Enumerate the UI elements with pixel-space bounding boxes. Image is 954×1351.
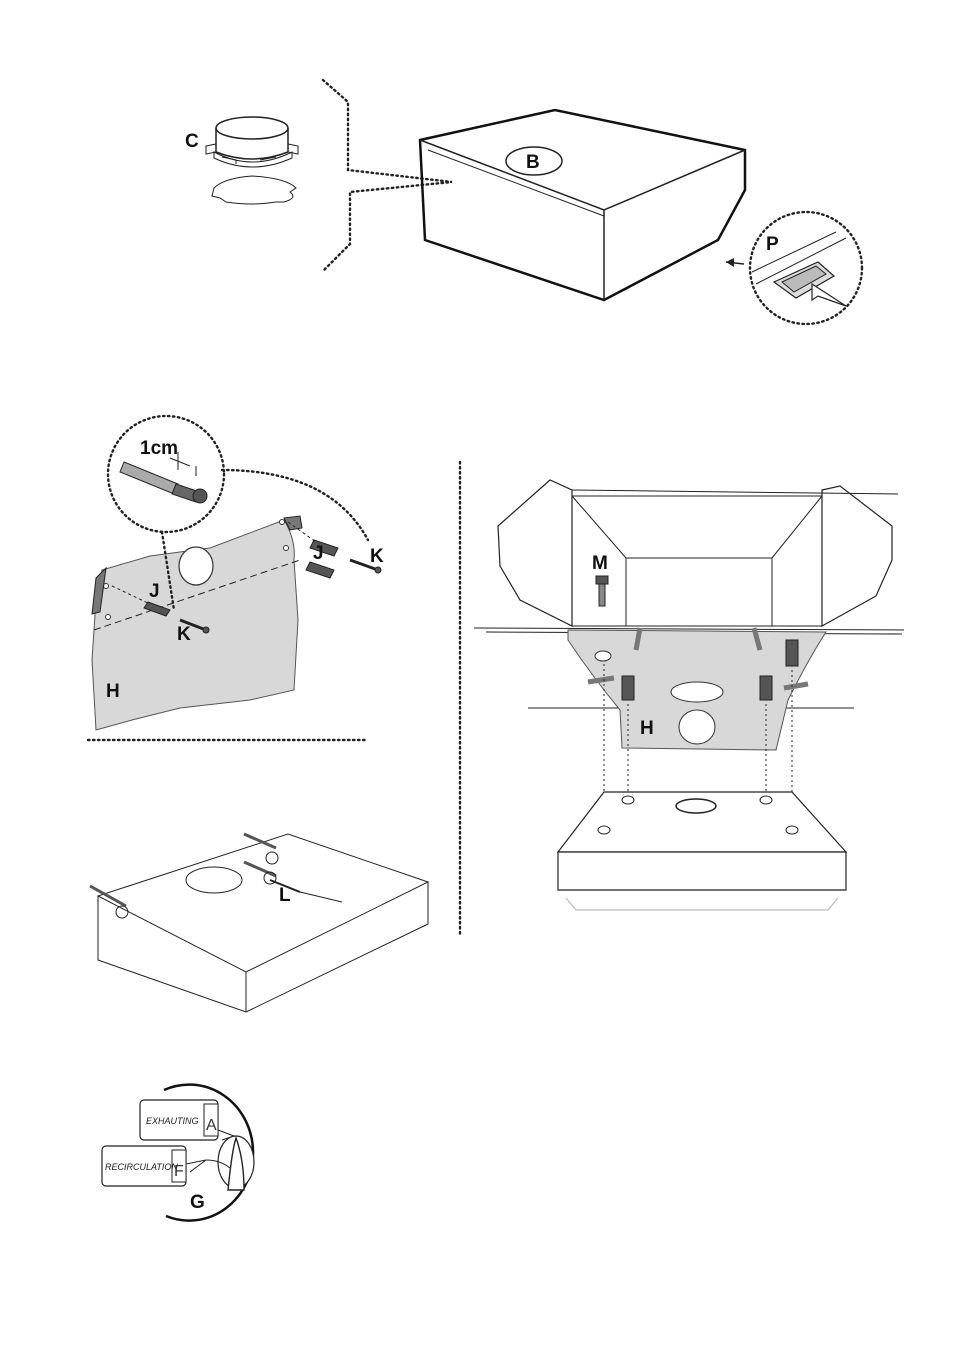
label-l: L (279, 885, 291, 906)
recirc-letter: F (174, 1163, 184, 1180)
recirc-text: RECIRCULATION (105, 1162, 178, 1172)
label-c: C (185, 131, 199, 152)
panel-cabinet-l: L (90, 834, 428, 1012)
tag-exhausting: EXHAUTING A (140, 1100, 234, 1140)
hood-body-b: B (420, 110, 745, 300)
hood-underside (558, 792, 846, 852)
tag-recirculation: RECIRCULATION F (102, 1146, 206, 1186)
panel-mode-selector-g: EXHAUTING A RECIRCULATION F G (102, 1085, 254, 1221)
label-k-left: K (177, 624, 191, 645)
panel-wall-template: H J K J K 1cm (88, 416, 384, 740)
label-1cm: 1cm (140, 438, 178, 459)
flange-collar-c (206, 117, 298, 167)
exhaust-text: EXHAUTING (146, 1116, 199, 1126)
label-g: G (190, 1192, 205, 1213)
label-j-left: J (149, 581, 160, 602)
label-b: B (526, 152, 540, 173)
label-k-right: K (370, 546, 384, 567)
latch-detail-p: P (726, 212, 862, 324)
panel-hood-box: C B P (185, 80, 862, 324)
label-p: P (766, 234, 779, 255)
selector-knob-icon (206, 1136, 254, 1190)
exhaust-letter: A (206, 1117, 217, 1134)
label-h-left: H (106, 681, 120, 702)
label-h-right: H (640, 718, 654, 739)
label-j-right: J (313, 543, 324, 564)
ring-gasket (212, 176, 296, 204)
depth-detail-1cm: 1cm (108, 416, 224, 532)
label-m: M (592, 553, 608, 574)
panel-under-cabinet: M H (474, 480, 904, 910)
